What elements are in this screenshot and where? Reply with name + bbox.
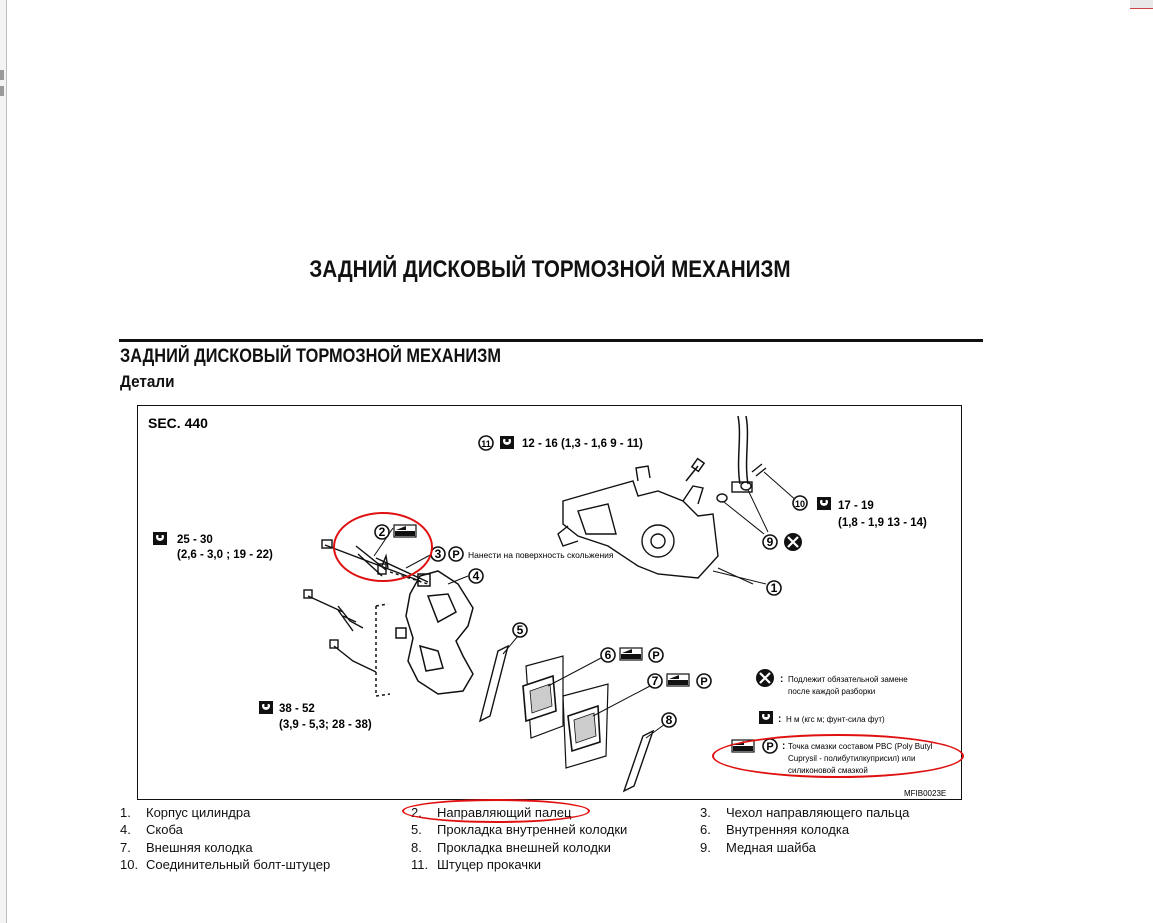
torque-union-bolt: 17 - 19	[838, 500, 874, 512]
outer-shim-drawing	[622, 729, 655, 793]
legend-item: 11.Штуцер прокачки	[411, 857, 542, 872]
brake-hose-drawing	[737, 415, 741, 485]
legend-item: 8.Прокладка внешней колодки	[411, 840, 611, 855]
svg-text::: :	[780, 674, 783, 685]
figure-code: MFIB0023E	[904, 789, 946, 798]
torque-wrench-icon	[759, 711, 773, 724]
legend-item: 1.Корпус цилиндра	[120, 805, 251, 820]
torque-guide-bolt-detail: (2,6 - 3,0 ; 19 - 22)	[177, 549, 273, 561]
key-torque-text: Н м (кгс м; фунт-сила фут)	[786, 715, 885, 724]
legend-item: 6.Внутренняя колодка	[700, 822, 850, 837]
exploded-view-figure: SEC. 440	[137, 405, 962, 800]
inner-shim-drawing	[478, 644, 510, 723]
page-title: ЗАДНИЙ ДИСКОВЫЙ ТОРМОЗНОЙ МЕХАНИЗМ	[309, 256, 791, 283]
lubricant-p-icon: P	[652, 650, 659, 662]
torque-wrench-icon	[500, 436, 514, 449]
torque-bracket-bolt: 38 - 52	[279, 703, 315, 715]
lubricant-p-icon	[696, 673, 712, 689]
torque-bleeder: 12 - 16 (1,3 - 1,6 9 - 11)	[522, 438, 643, 450]
callout-5: 5	[517, 623, 524, 637]
brake-hose-drawing	[745, 415, 749, 485]
lubricant-p-icon	[648, 647, 664, 663]
legend-item: 7.Внешняя колодка	[120, 840, 253, 855]
callout-9: 9	[767, 535, 774, 549]
outer-pad-drawing	[562, 683, 609, 769]
slide-surface-note: Нанести на поверхность скольжения	[468, 550, 614, 560]
callout-1: 1	[771, 581, 778, 595]
copper-washer-drawing	[740, 481, 752, 491]
callout-8: 8	[666, 713, 673, 727]
lubricant-p-icon	[448, 546, 464, 562]
edge-mark	[0, 86, 4, 96]
torque-guide-bolt: 25 - 30	[177, 534, 213, 546]
annotation-circle-lubricant-key	[712, 734, 964, 778]
callout-7: 7	[652, 674, 659, 688]
union-fitting-drawing	[731, 481, 753, 493]
svg-text::: :	[778, 714, 781, 725]
cylinder-body-drawing	[557, 465, 719, 579]
annotation-circle-legend-item-2	[402, 799, 590, 823]
legend-item: 4.Скоба	[120, 822, 183, 837]
callout-4: 4	[473, 569, 480, 583]
window-left-edge	[0, 0, 7, 923]
annotation-circle-guide-pin	[333, 512, 433, 582]
callout-10: 10	[795, 499, 805, 509]
key-replace-text: Подлежит обязательной замене	[788, 675, 908, 684]
key-replace-text: после каждой разборки	[788, 687, 875, 696]
torque-wrench-icon	[817, 497, 831, 510]
section-title: ЗАДНИЙ ДИСКОВЫЙ ТОРМОЗНОЙ МЕХАНИЗМ	[120, 346, 501, 367]
bleeder-drawing	[685, 457, 706, 482]
grease-icon	[666, 673, 690, 687]
callout-3: 3	[435, 547, 442, 561]
section-rule	[119, 339, 983, 342]
lubricant-p-icon: P	[452, 549, 459, 561]
edge-mark	[0, 70, 4, 80]
grease-icon	[619, 647, 643, 661]
torque-bracket-bolt-detail: (3,9 - 5,3; 28 - 38)	[279, 719, 372, 731]
callout-6: 6	[605, 648, 612, 662]
union-bolt-drawing	[751, 463, 767, 477]
section-subtitle: Детали	[120, 372, 175, 391]
legend-item: 9.Медная шайба	[700, 840, 816, 855]
torque-wrench-icon	[259, 701, 273, 714]
legend-item: 10.Соединительный болт-штуцер	[120, 857, 331, 872]
torque-union-bolt-detail: (1,8 - 1,9 13 - 14)	[838, 517, 927, 529]
bracket-drawing	[375, 570, 474, 697]
window-top-edge	[1130, 0, 1153, 9]
inner-pad-drawing	[522, 655, 564, 739]
legend-item: 3.Чехол направляющего пальца	[700, 805, 910, 820]
lubricant-p-icon: P	[700, 676, 707, 688]
callout-11: 11	[481, 439, 491, 449]
torque-wrench-icon	[153, 532, 167, 545]
legend-item: 5.Прокладка внутренней колодки	[411, 822, 628, 837]
copper-washer-drawing	[716, 493, 728, 503]
sec-label: SEC. 440	[148, 415, 208, 431]
replace-icon	[756, 669, 774, 687]
replace-icon	[784, 533, 802, 551]
